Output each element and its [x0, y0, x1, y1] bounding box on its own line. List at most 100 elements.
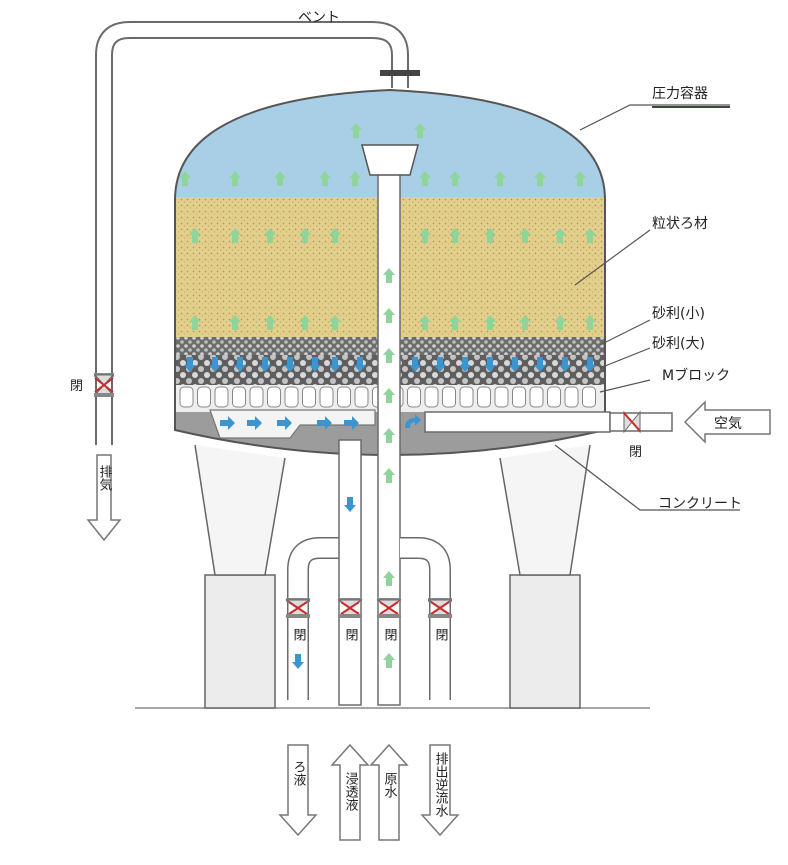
m-block — [214, 386, 229, 408]
backwash-pipe — [400, 538, 450, 700]
flow-right-arrow-icon — [344, 416, 359, 430]
flow-down-arrow-icon — [534, 357, 546, 372]
air-valve[interactable] — [623, 410, 641, 434]
flow-down-arrow-icon — [434, 357, 446, 372]
vent-pipe — [97, 23, 407, 445]
raw-water-up-arrow-icon — [383, 468, 395, 483]
pipe-valve[interactable] — [285, 598, 311, 618]
flow-down-arrow-icon — [209, 357, 221, 372]
flow-up-arrow-icon — [449, 228, 461, 243]
flow-up-arrow-icon — [494, 171, 506, 186]
distributor-funnel — [361, 144, 419, 176]
flow-up-arrow-icon — [414, 123, 426, 138]
flow-up-arrow-icon — [189, 228, 201, 243]
m-block — [267, 386, 281, 408]
flow-up-arrow-icon — [329, 315, 341, 330]
backwash-valve-closed-label: 閉 — [433, 628, 448, 642]
raw-water-up-arrow-icon — [383, 571, 395, 586]
raw-water-up-arrow-icon — [369, 743, 409, 841]
valve-icon — [623, 412, 641, 432]
flow-up-arrow-icon — [350, 123, 362, 138]
gravel-large-label: 砂利(大) — [652, 336, 705, 352]
m-block — [582, 386, 596, 408]
air-valve-closed-label: 閉 — [629, 445, 642, 460]
flow-down-arrow-icon — [329, 357, 341, 372]
raw-water-up-arrow-icon — [383, 268, 395, 283]
m-block — [442, 386, 456, 408]
raw-water-label: 原水 — [382, 772, 398, 798]
permeate-pipe — [338, 439, 362, 706]
filtrate-down-arrow-icon — [292, 654, 304, 669]
flow-down-arrow-icon — [309, 357, 321, 372]
m-block-label: Mブロック — [662, 367, 730, 384]
permeate-valve-closed-label: 閉 — [343, 628, 358, 642]
foundation-left — [204, 574, 276, 709]
vent-label: ベント — [298, 10, 340, 26]
flow-up-arrow-icon — [264, 315, 276, 330]
flow-down-arrow-icon — [584, 357, 596, 372]
m-block — [477, 386, 491, 408]
m-block — [249, 386, 264, 408]
flow-down-arrow-icon — [284, 357, 296, 372]
flow-down-arrow-icon — [259, 357, 271, 372]
flow-down-arrow-icon — [184, 357, 196, 372]
flow-up-arrow-icon — [574, 171, 586, 186]
m-block — [424, 386, 439, 408]
flow-up-arrow-icon — [319, 171, 331, 186]
flow-down-arrow-icon — [409, 357, 421, 372]
leg-right — [499, 444, 591, 576]
m-block — [512, 386, 526, 408]
flow-up-arrow-icon — [349, 171, 361, 186]
flow-up-arrow-icon — [419, 228, 431, 243]
flow-up-arrow-icon — [584, 315, 596, 330]
flow-up-arrow-icon — [519, 228, 531, 243]
flow-up-arrow-icon — [274, 171, 286, 186]
m-block — [494, 386, 509, 408]
flow-down-arrow-icon — [354, 357, 366, 372]
flow-up-arrow-icon — [299, 315, 311, 330]
m-block — [319, 386, 334, 408]
raw-water-up-arrow-icon — [383, 348, 395, 363]
raw-water-valve-closed-label: 閉 — [382, 628, 397, 642]
pipe-valve[interactable] — [376, 598, 402, 618]
flow-up-arrow-icon — [449, 315, 461, 330]
foundation-right — [509, 574, 581, 709]
flow-up-arrow-icon — [229, 315, 241, 330]
flow-up-arrow-icon — [229, 228, 241, 243]
vent-flange — [380, 70, 420, 76]
m-block — [459, 386, 474, 408]
pressure-vessel-label: 圧力容器 — [652, 85, 708, 102]
flow-up-arrow-icon — [329, 228, 341, 243]
pipe-valve[interactable] — [427, 598, 453, 618]
filtrate-pipe — [288, 538, 340, 700]
m-block — [354, 386, 369, 408]
flow-up-arrow-icon — [554, 315, 566, 330]
concrete-label: コンクリート — [658, 496, 742, 512]
pipe-valve[interactable] — [337, 598, 363, 618]
raw-water-up-arrow-icon — [383, 653, 395, 668]
m-block-row — [179, 386, 596, 408]
exhaust-down-arrow-icon — [86, 454, 122, 542]
m-block — [179, 386, 194, 408]
flow-up-arrow-icon — [419, 315, 431, 330]
exhaust-label: 排気 — [97, 465, 113, 492]
flow-up-arrow-icon — [299, 228, 311, 243]
air-pipe-outer — [609, 412, 673, 432]
collector-header — [209, 409, 376, 439]
m-block — [337, 386, 351, 408]
flow-down-arrow-icon — [484, 357, 496, 372]
vent-valve[interactable] — [93, 373, 115, 397]
permeate-down-arrow-icon — [344, 497, 356, 512]
m-block — [302, 386, 316, 408]
green-flow-arrows — [179, 123, 596, 668]
flow-up-arrow-icon — [484, 315, 496, 330]
flow-up-arrow-icon — [484, 228, 496, 243]
air-label: 空気 — [714, 416, 742, 432]
m-block — [407, 386, 421, 408]
backwash-down-arrow-icon — [420, 744, 460, 837]
raw-water-up-arrow-icon — [383, 388, 395, 403]
flow-down-arrow-icon — [234, 357, 246, 372]
flow-right-arrow-icon — [247, 416, 262, 430]
